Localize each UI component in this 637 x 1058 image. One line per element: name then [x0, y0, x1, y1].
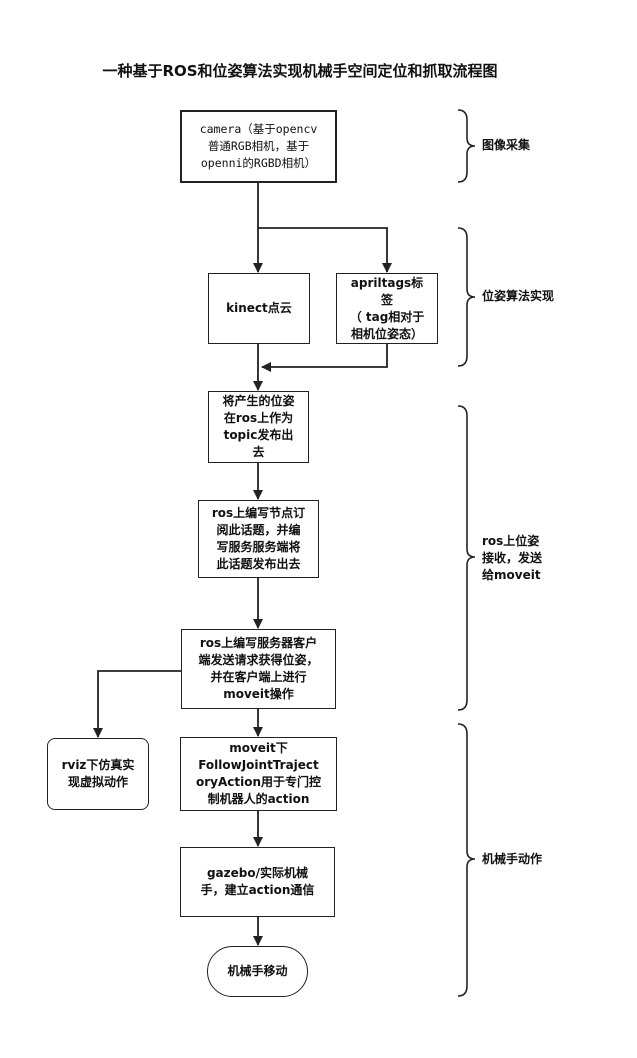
- stage-label-ros: ros上位姿 接收，发送 给moveit: [482, 534, 543, 582]
- node-ros-client: ros上编写服务器客户 端发送请求获得位姿， 并在客户端上进行 moveit操作: [181, 629, 336, 709]
- node-publish: 将产生的位姿 在ros上作为 topic发布出 去: [208, 391, 309, 463]
- node-moveit: moveit下 FollowJointTraject oryAction用于专门…: [180, 737, 337, 811]
- stage-label-pose: 位姿算法实现: [482, 289, 555, 303]
- node-apriltags: apriltags标 签 （ tag相对于 相机位姿态）: [336, 273, 438, 344]
- stage-label-arm: 机械手动作: [482, 852, 543, 866]
- node-gazebo: gazebo/实际机械 手，建立action通信: [180, 847, 335, 917]
- node-camera: camera（基于opencv 普通RGB相机，基于 openni的RGBD相机…: [180, 110, 337, 183]
- connector-split-apriltags: [258, 227, 392, 273]
- diagram-title: 一种基于ROS和位姿算法实现机械手空间定位和抓取流程图: [102, 62, 498, 80]
- node-ros-subscriber: ros上编写节点订 阅此话题，并编 写服务服务端将 此话题发布出去: [198, 500, 319, 578]
- node-kinect: kinect点云: [208, 273, 310, 344]
- connector-client-rviz: [93, 670, 182, 738]
- brace-arm: [457, 723, 476, 997]
- stage-label-image: 图像采集: [482, 138, 531, 152]
- node-rviz: rviz下仿真实 现虚拟动作: [47, 738, 149, 810]
- node-arm-move: 机械手移动: [207, 946, 308, 997]
- brace-pose: [457, 227, 476, 367]
- brace-ros: [457, 405, 476, 711]
- connector-apriltags-merge: [261, 343, 388, 372]
- brace-image: [457, 109, 476, 183]
